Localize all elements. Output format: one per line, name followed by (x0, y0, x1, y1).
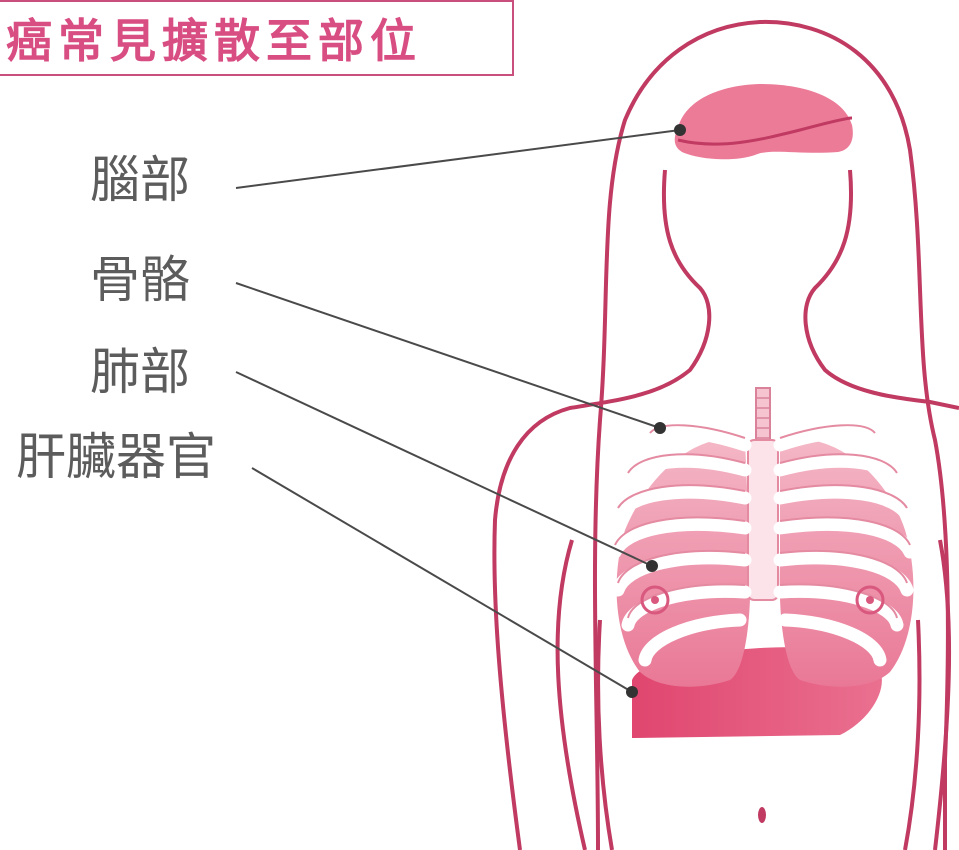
leader-line-bone (236, 283, 660, 428)
label-brain: 腦部 (90, 155, 190, 205)
navel (758, 807, 766, 823)
leader-line-lung (236, 372, 652, 566)
label-bone: 骨骼 (90, 255, 190, 305)
leader-dot-bone (654, 422, 666, 434)
page-title: 癌常見擴散至部位 (6, 5, 422, 71)
left-arm-outline (558, 540, 585, 850)
left-nipple-center (651, 596, 659, 604)
sternum (748, 440, 778, 600)
label-lung: 肺部 (90, 347, 190, 397)
title-banner: 癌常見擴散至部位 (0, 0, 514, 76)
leader-dot-lung (646, 560, 658, 572)
left-arm-inner (598, 620, 612, 850)
brain-shape (675, 84, 853, 159)
leader-line-liver (252, 468, 632, 692)
right-arm-inner (905, 620, 919, 850)
face-outline-right (805, 170, 959, 408)
leader-dot-liver (626, 686, 638, 698)
leader-lines (236, 130, 680, 692)
right-nipple-center (866, 596, 874, 604)
leader-dot-brain (674, 124, 686, 136)
label-liver: 肝臟器官 (16, 432, 216, 482)
